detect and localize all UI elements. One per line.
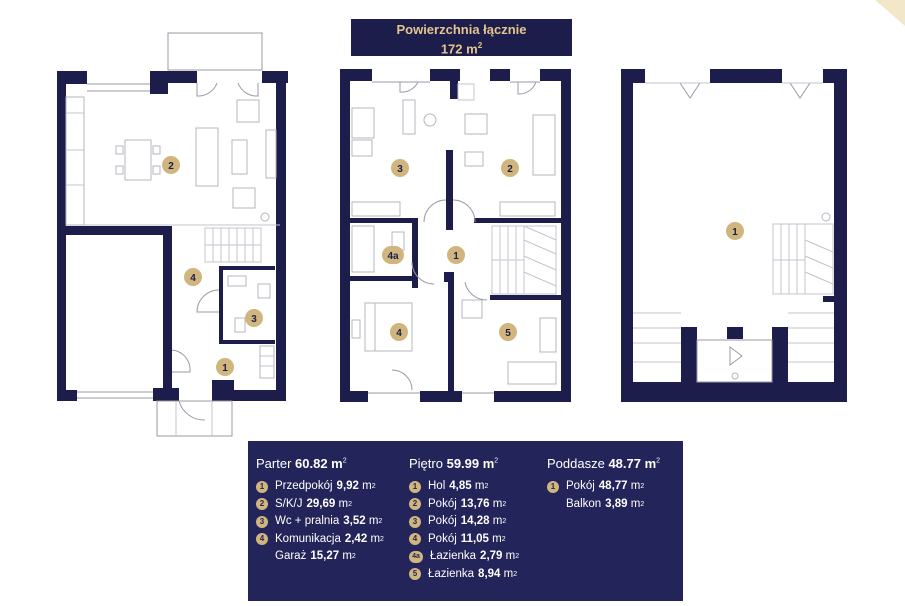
plan-first-floor bbox=[340, 69, 571, 402]
plan-attic bbox=[621, 69, 847, 402]
legend-pietro-title: Piętro 59.99 m2 bbox=[409, 456, 499, 471]
room-badge-ground-3: 3 bbox=[245, 309, 263, 327]
room-badge-floor-1: 1 bbox=[447, 246, 465, 264]
room-badge-ground-4: 4 bbox=[184, 268, 202, 286]
room-badge-floor-2: 2 bbox=[501, 159, 519, 177]
svg-text:1: 1 bbox=[222, 363, 228, 374]
total-area-label: Powierzchnia łącznie bbox=[396, 22, 527, 37]
plan-ground-floor bbox=[57, 32, 288, 437]
corner-accent bbox=[875, 0, 905, 26]
svg-text:3: 3 bbox=[251, 314, 257, 325]
floor-plans: .w { fill: #1c1d4a; } .ln { stroke: #9a9… bbox=[57, 32, 847, 437]
legend-poddasze-title: Poddasze 48.77 m2 bbox=[547, 456, 661, 471]
svg-text:5: 5 bbox=[505, 328, 511, 339]
legend-parter-title: Parter 60.82 m2 bbox=[256, 456, 347, 471]
svg-text:3: 3 bbox=[397, 164, 403, 175]
total-area-box: Powierzchnia łącznie 172 m2 bbox=[351, 19, 572, 56]
svg-text:4a: 4a bbox=[387, 251, 399, 262]
total-area-value: 172 m2 bbox=[440, 41, 483, 57]
room-badge-floor-4a: 4a bbox=[382, 246, 404, 264]
room-badge-attic-1: 1 bbox=[726, 222, 744, 240]
terrace-outline bbox=[167, 32, 263, 71]
room-badge-floor-3: 3 bbox=[391, 159, 409, 177]
room-badge-floor-4: 4 bbox=[390, 323, 408, 341]
room-badge-floor-5: 5 bbox=[499, 323, 517, 341]
room-badge-ground-2: 2 bbox=[162, 156, 180, 174]
svg-text:1: 1 bbox=[732, 227, 738, 238]
svg-text:4: 4 bbox=[396, 328, 402, 339]
svg-text:1: 1 bbox=[453, 251, 459, 262]
svg-text:4: 4 bbox=[190, 273, 196, 284]
room-badge-ground-1: 1 bbox=[216, 358, 234, 376]
svg-text:2: 2 bbox=[168, 161, 174, 172]
svg-text:2: 2 bbox=[507, 164, 513, 175]
